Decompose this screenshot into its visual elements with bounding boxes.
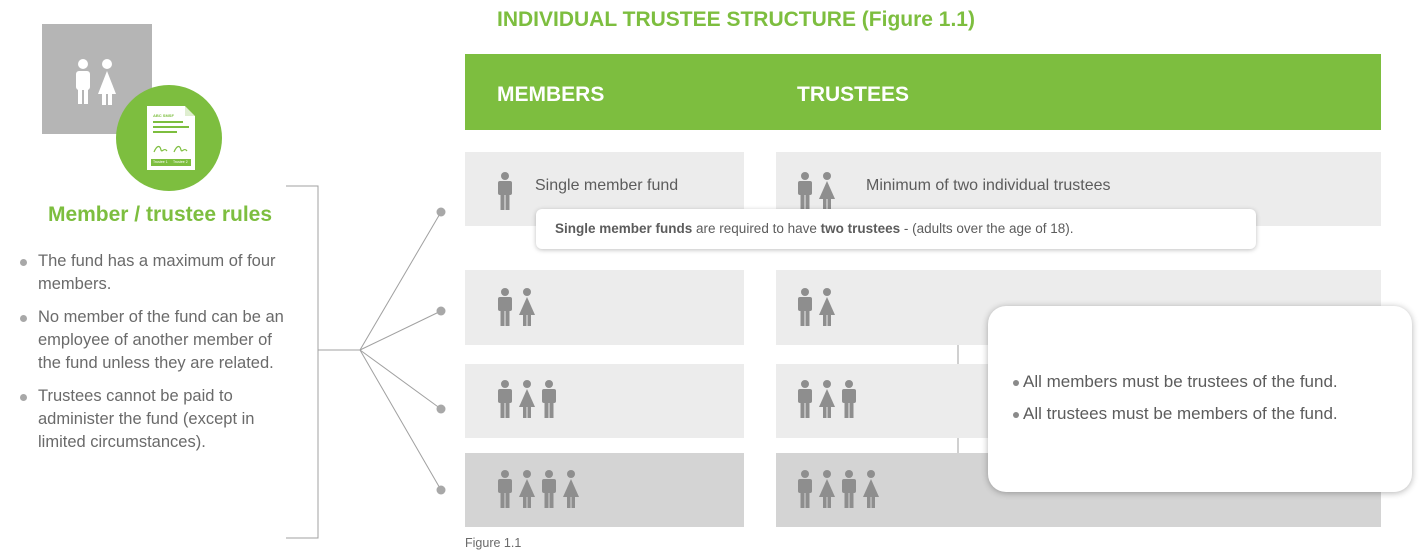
male-person-icon: [798, 470, 812, 508]
female-person-icon: [819, 380, 835, 418]
trustee-icons-row-1: [796, 172, 836, 210]
note-bold-2: two trustees: [820, 221, 901, 236]
male-person-icon: [542, 380, 556, 418]
single-member-note: Single member funds are required to have…: [536, 209, 1256, 249]
member-icons-row-3: [496, 380, 558, 418]
trust-deed-document-icon: ABC SMSF Trustee 1 Trustee 2: [147, 106, 195, 170]
rules-bracket: [286, 185, 319, 539]
note-text-2: - (adults over the age of 18).: [900, 221, 1074, 236]
male-person-icon: [498, 380, 512, 418]
table-header-bar: [465, 54, 1381, 130]
trustee-icons-row-2: [796, 288, 836, 326]
female-person-icon: [519, 288, 535, 326]
female-person-icon: [563, 470, 579, 508]
member-icons-row-2: [496, 288, 536, 326]
figure-caption: Figure 1.1: [465, 536, 522, 550]
document-line: [153, 126, 189, 128]
rules-list: The fund has a maximum of four members. …: [14, 250, 284, 464]
trustee-row-label: Minimum of two individual trustees: [866, 177, 1111, 194]
female-person-icon: [863, 470, 879, 508]
fan-line-3: [359, 349, 442, 410]
fan-line-4: [359, 349, 442, 491]
female-person-icon: [519, 470, 535, 508]
male-person-icon: [842, 380, 856, 418]
fan-dot-1: [436, 207, 446, 217]
fan-dot-2: [436, 306, 446, 316]
diagram-title: INDIVIDUAL TRUSTEE STRUCTURE (Figure 1.1…: [497, 8, 975, 31]
male-person-icon: [542, 470, 556, 508]
member-icons-row-1: [496, 172, 514, 210]
signature-bar: [151, 159, 191, 166]
note-bold-1: Single member funds: [555, 221, 693, 236]
members-column-header: MEMBERS: [497, 83, 605, 106]
fan-dot-3: [436, 404, 446, 414]
rules-callout: [988, 306, 1412, 492]
female-person-icon: [819, 470, 835, 508]
rule-item: No member of the fund can be an employee…: [14, 306, 284, 375]
male-person-icon: [498, 172, 512, 210]
fan-line-2: [359, 310, 442, 351]
document-line: [153, 131, 177, 133]
trustee-icons-row-4: [796, 470, 880, 508]
male-person-icon: [798, 288, 812, 326]
callout-item: All trustees must be members of the fund…: [1013, 404, 1338, 424]
female-person-icon: [819, 288, 835, 326]
callout-item: All members must be trustees of the fund…: [1013, 372, 1338, 392]
note-text-1: are required to have: [692, 221, 821, 236]
male-person-icon: [798, 380, 812, 418]
rule-item: Trustees cannot be paid to administer th…: [14, 385, 284, 454]
member-row-label: Single member fund: [535, 177, 679, 194]
document-line: [153, 121, 183, 123]
signature-label-1: Trustee 1: [153, 160, 168, 164]
fan-line-1: [359, 211, 442, 351]
rules-title: Member / trustee rules: [47, 203, 273, 226]
male-person-icon: [842, 470, 856, 508]
rule-item: The fund has a maximum of four members.: [14, 250, 284, 296]
female-person-icon: [519, 380, 535, 418]
member-icons-row-4: [496, 470, 580, 508]
fan-dot-4: [436, 485, 446, 495]
male-person-icon: [498, 470, 512, 508]
signature-label-2: Trustee 2: [173, 160, 188, 164]
trustee-icons-row-3: [796, 380, 858, 418]
female-person-icon: [819, 172, 835, 210]
couple-icon: [76, 59, 116, 105]
trustees-column-header: TRUSTEES: [797, 83, 910, 106]
male-person-icon: [498, 288, 512, 326]
male-person-icon: [798, 172, 812, 210]
signature-icon: [153, 145, 188, 153]
document-header: ABC SMSF: [153, 113, 174, 118]
